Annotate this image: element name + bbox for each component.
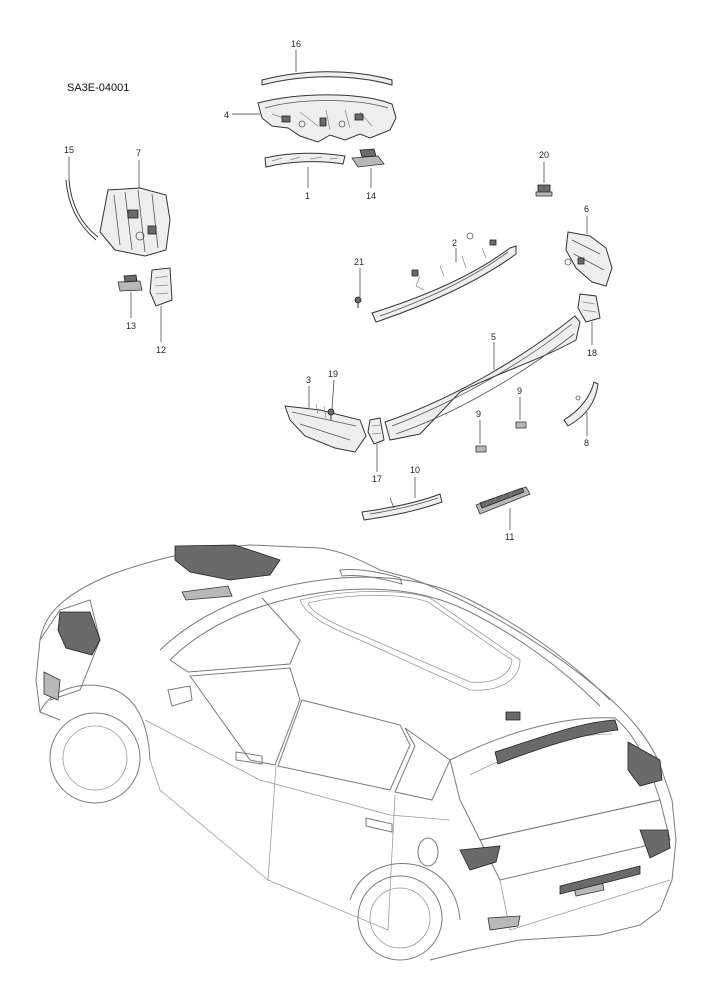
part-9-connector-a <box>475 420 487 453</box>
callout-19: 19 <box>328 369 338 379</box>
callout-9-b: 9 <box>517 386 522 396</box>
callout-12: 12 <box>156 345 166 355</box>
part-19-fastener <box>327 379 335 420</box>
part-10-lower-garnish <box>361 477 443 521</box>
part-12-lens <box>149 267 173 342</box>
part-18-lamp <box>577 293 601 345</box>
callout-17: 17 <box>372 474 382 484</box>
part-1-lamp-strip <box>264 152 346 188</box>
part-9-connector-b <box>515 397 527 429</box>
callout-11: 11 <box>505 532 514 542</box>
part-7-side-lamp <box>99 160 171 257</box>
callout-9-a: 9 <box>476 409 481 419</box>
part-15-seal <box>65 157 99 241</box>
callout-20: 20 <box>539 150 549 160</box>
callout-4: 4 <box>224 110 229 120</box>
part-2-rear-garnish <box>371 232 517 323</box>
part-5-rear-lamp-bar <box>384 315 581 441</box>
diagram-code: SA3E-04001 <box>67 82 129 94</box>
part-20-clip <box>535 162 553 197</box>
callout-21: 21 <box>354 257 364 267</box>
part-4-headlamp <box>232 94 397 143</box>
part-14-module <box>351 148 385 188</box>
part-17-bracket <box>367 417 385 472</box>
car-illustration <box>35 544 677 961</box>
part-21-fastener <box>354 268 362 308</box>
part-13-module <box>117 274 143 318</box>
callout-5: 5 <box>491 332 496 342</box>
callout-14: 14 <box>366 191 376 201</box>
part-8-strip <box>563 381 599 436</box>
part-6-tail-lamp <box>564 216 613 287</box>
callouts: 16 4 1 14 15 7 13 12 20 6 2 21 18 5 3 19… <box>64 39 597 542</box>
callout-13: 13 <box>126 321 136 331</box>
part-16-trim-strip <box>261 50 393 86</box>
callout-3: 3 <box>306 375 311 385</box>
part-11-stop-lamp <box>475 486 531 530</box>
callout-18: 18 <box>587 348 597 358</box>
callout-6: 6 <box>584 204 589 214</box>
part-3-tail-lamp <box>284 386 367 453</box>
callout-8: 8 <box>584 438 589 448</box>
callout-15: 15 <box>64 145 74 155</box>
callout-7: 7 <box>136 148 141 158</box>
callout-16: 16 <box>291 39 301 49</box>
callout-2: 2 <box>452 238 457 248</box>
callout-1: 1 <box>305 191 310 201</box>
callout-10: 10 <box>410 465 420 475</box>
